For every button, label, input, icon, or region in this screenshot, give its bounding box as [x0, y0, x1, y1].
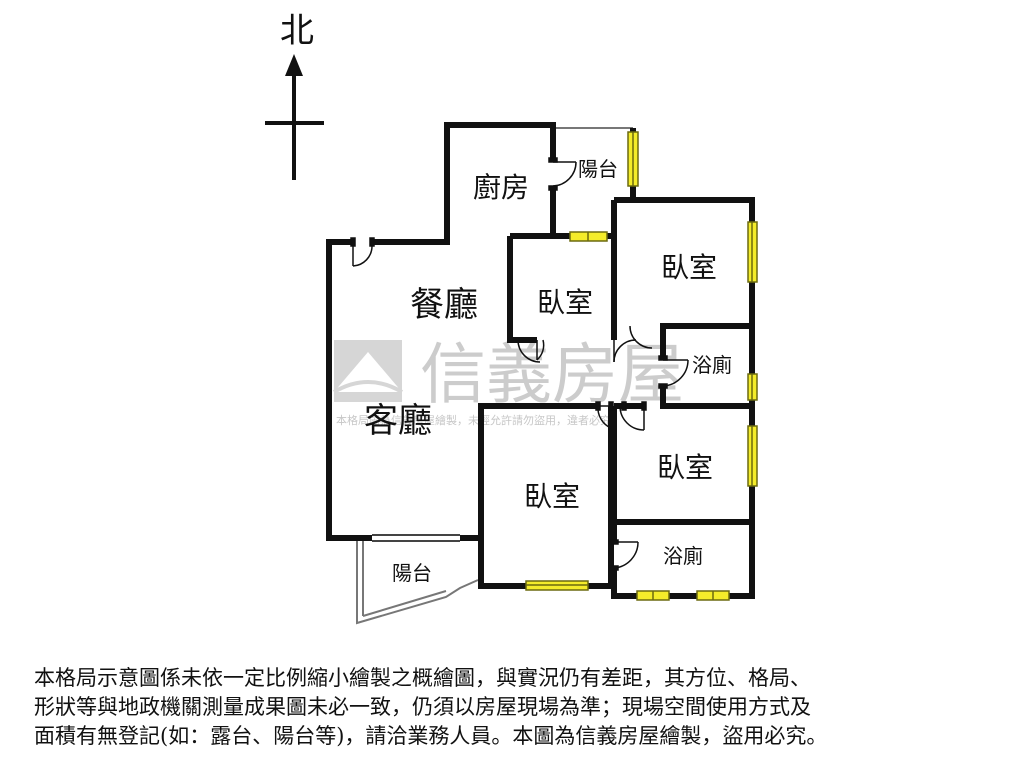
label-bath-se: 浴廁 [663, 544, 703, 568]
window-east-bath [747, 373, 758, 401]
disclaimer-line-2: 形狀等與地政機關測量成果圖未必一致，仍須以房屋現場為準；現場空間使用方式及 [34, 695, 811, 719]
balcony-outlines [356, 127, 633, 625]
door-east-bath [658, 355, 689, 389]
door-south-bedroom [595, 401, 614, 429]
door-ne-bedroom [613, 325, 653, 363]
label-kitchen: 廚房 [473, 171, 529, 204]
watermark-brand: 信義房屋 [420, 336, 684, 413]
window-se-bath-1 [636, 590, 670, 601]
door-center-bedroom [517, 339, 545, 363]
window-se-bath-2 [696, 590, 730, 601]
floor-plan: 北 信義房屋 本格局圖為信義房屋繪製，未經允許請勿盜用，違者必究 [265, 11, 758, 625]
label-balcony-south: 陽台 [392, 561, 432, 585]
door-se-bath [609, 539, 639, 571]
label-bedroom-ne: 臥室 [661, 251, 717, 284]
door-east-bedroom [619, 401, 647, 431]
label-living: 客廳 [364, 401, 432, 441]
compass-arrow-icon [285, 54, 303, 76]
door-entrance [350, 237, 375, 267]
doors [350, 157, 689, 571]
room-labels: 廚房 陽台 餐廳 客廳 臥室 臥室 浴廁 臥室 臥室 浴廁 陽台 [364, 157, 732, 585]
label-bedroom-center: 臥室 [537, 286, 593, 319]
windows [525, 131, 758, 601]
window-center-bedroom [569, 231, 608, 242]
sinyi-logo-icon [332, 340, 404, 402]
label-balcony-north: 陽台 [578, 157, 618, 181]
disclaimer-line-1: 本格局示意圖係未依一定比例縮小繪製之概繪圖，與實況仍有差距，其方位、格局、 [34, 666, 811, 690]
door-kitchen-balcony [548, 157, 577, 191]
watermark-notice: 本格局圖為信義房屋繪製，未經允許請勿盜用，違者必究 [336, 413, 611, 427]
label-bedroom-east: 臥室 [657, 451, 713, 484]
sliding-door-south [372, 534, 460, 542]
compass-north-label: 北 [280, 11, 314, 51]
north-compass: 北 [265, 11, 324, 180]
window-ne-bedroom [747, 221, 758, 283]
disclaimer-text: 本格局示意圖係未依一定比例縮小繪製之概繪圖，與實況仍有差距，其方位、格局、 形狀… [34, 664, 994, 751]
window-east-bedroom [747, 425, 758, 487]
watermark: 信義房屋 本格局圖為信義房屋繪製，未經允許請勿盜用，違者必究 [332, 336, 684, 427]
window-kitchen-balcony [627, 131, 639, 187]
disclaimer-line-3: 面積有無登記(如：露台、陽台等)，請洽業務人員。本圖為信義房屋繪製，盜用必究。 [34, 724, 828, 748]
label-dining: 餐廳 [410, 285, 478, 325]
walls [326, 122, 755, 599]
label-bath-east: 浴廁 [692, 353, 732, 377]
window-south-bedroom [525, 580, 589, 591]
label-bedroom-south: 臥室 [524, 480, 580, 513]
